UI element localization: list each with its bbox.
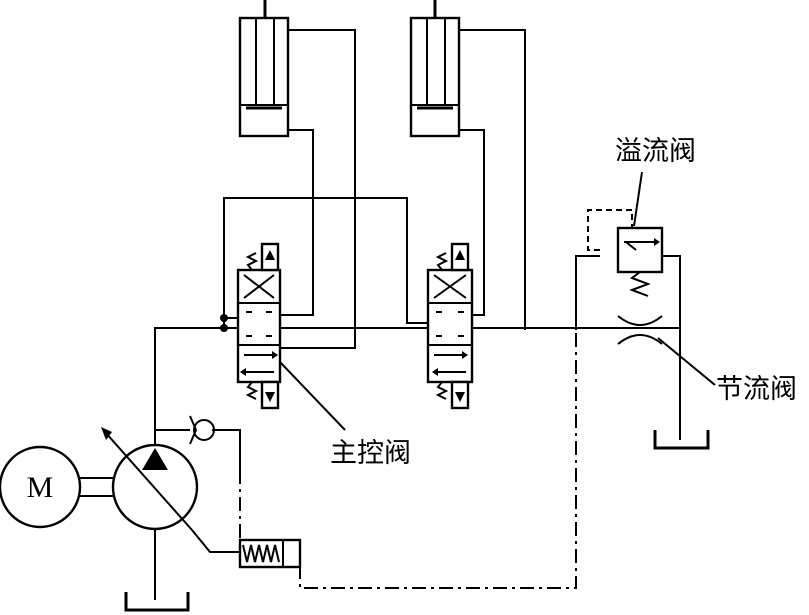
spring-cylinder-icon xyxy=(238,538,302,569)
leader-line xyxy=(633,171,643,227)
tank-icon xyxy=(124,592,190,612)
tank-icon xyxy=(653,430,710,450)
main-valve-1-icon xyxy=(236,242,282,410)
check-valve-icon xyxy=(189,415,215,445)
motor-icon: M xyxy=(0,445,82,529)
cylinder-2-icon xyxy=(409,0,461,138)
pipe-lines xyxy=(154,29,681,600)
junction-dot xyxy=(220,314,228,322)
relief-valve-label: 溢流阀 xyxy=(615,136,696,167)
leader-line xyxy=(279,361,346,431)
cylinder-1-icon xyxy=(238,0,290,138)
main-valve-2-icon xyxy=(426,242,474,410)
main-valve-label: 主控阀 xyxy=(330,438,411,469)
motor-label: M xyxy=(27,471,54,504)
variable-pump-icon xyxy=(101,427,240,553)
coupling xyxy=(80,477,117,497)
junction-dot xyxy=(220,324,228,332)
throttle-valve-label: 节流阀 xyxy=(716,374,797,405)
throttle-valve-icon xyxy=(617,315,716,386)
relief-valve-icon xyxy=(616,226,664,297)
pilot-lines xyxy=(239,209,633,589)
